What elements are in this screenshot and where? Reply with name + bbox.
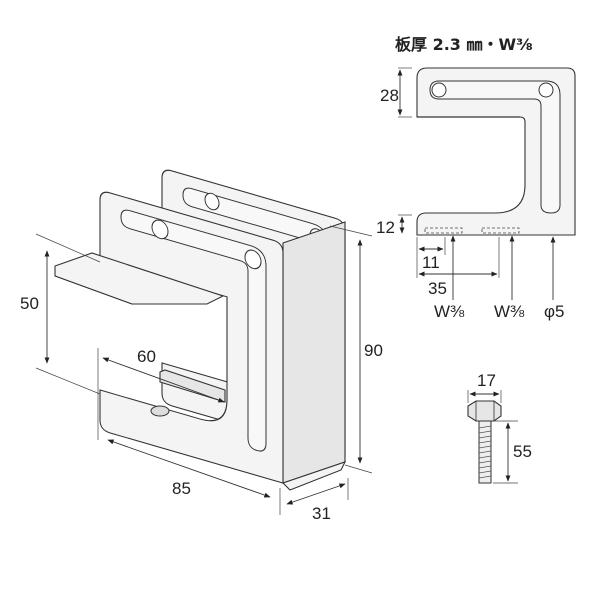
bolt: 17 55 [467, 371, 532, 484]
dim-31: 31 [312, 504, 331, 523]
dim-60: 60 [137, 347, 156, 366]
spec-title: 板厚 2.3 ㎜・W⅜ [395, 35, 533, 54]
front-plate [99, 191, 284, 484]
dim-90: 90 [364, 341, 383, 360]
side-view: 28 12 11 35 W⅜ W⅜ φ5 [376, 67, 576, 321]
hole [538, 82, 554, 98]
dim-17: 17 [477, 371, 496, 390]
dim-50: 50 [20, 294, 39, 313]
callout-thread-2: W⅜ [494, 302, 525, 321]
callout-hole-diameter: φ5 [544, 302, 564, 321]
nut [150, 405, 170, 417]
dim-55: 55 [513, 442, 532, 461]
iso-view: 50 60 85 31 90 [20, 169, 383, 523]
dim-12: 12 [376, 218, 395, 237]
dim-85: 85 [172, 479, 191, 498]
callout-thread-1: W⅜ [434, 302, 465, 321]
thread-hole-hidden [424, 227, 463, 234]
dim-11: 11 [422, 253, 440, 272]
dim-35: 35 [428, 279, 447, 298]
web-strip [282, 221, 346, 484]
hole [431, 82, 447, 98]
dim-28: 28 [380, 86, 399, 105]
bolt-head [467, 400, 502, 422]
side-view-outline [416, 67, 576, 236]
thread-hole-hidden [481, 227, 520, 234]
